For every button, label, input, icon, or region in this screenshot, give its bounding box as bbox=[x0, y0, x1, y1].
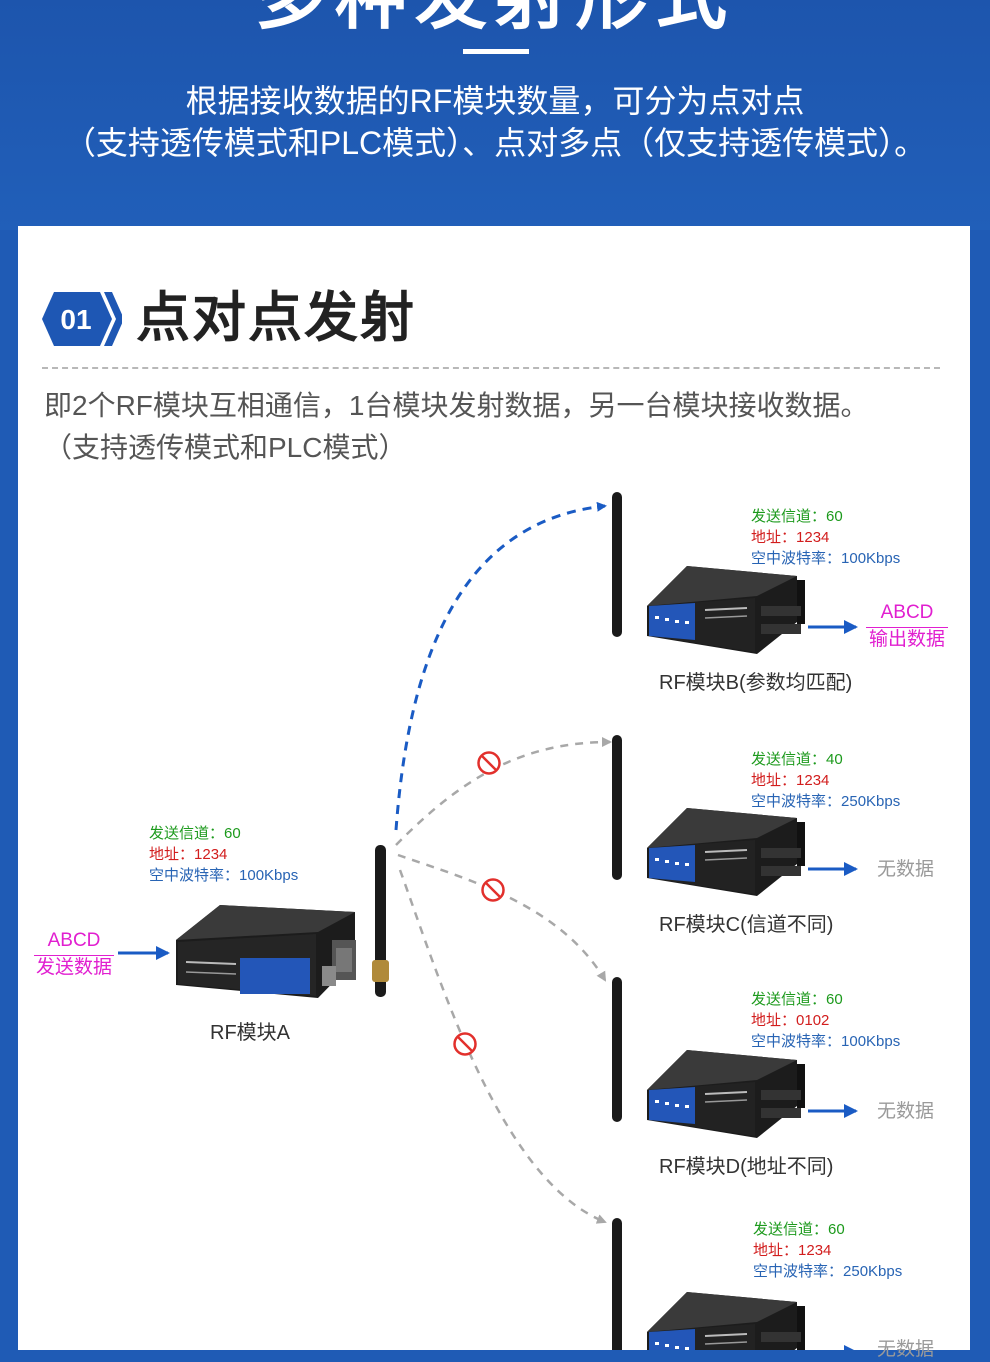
address-label: 地址： bbox=[751, 529, 797, 546]
channel-value: 40 bbox=[826, 751, 843, 768]
module-b-params: 发送信道：60 地址：1234 空中波特率：100Kbps bbox=[751, 506, 900, 569]
section-number-badge: 01 bbox=[42, 292, 122, 346]
section-title: 点对点发射 bbox=[136, 288, 416, 348]
module-e-device bbox=[612, 1218, 806, 1350]
address-value: 1234 bbox=[796, 772, 830, 789]
address-label: 地址： bbox=[753, 1242, 799, 1259]
page-title: 多种发射形式 bbox=[0, 0, 990, 38]
rate-label: 空中波特率： bbox=[751, 1033, 842, 1050]
module-a-name: RF模块A bbox=[210, 1022, 290, 1044]
module-c-device bbox=[612, 735, 806, 897]
output-caption: 输出数据 bbox=[868, 629, 945, 650]
module-b-device bbox=[612, 492, 806, 655]
intro-line-1: 根据接收数据的RF模块数量，可分为点对点 bbox=[185, 83, 805, 119]
link-a-to-d bbox=[397, 853, 607, 982]
input-data: ABCD bbox=[34, 929, 114, 956]
blocked-icon-d bbox=[481, 878, 505, 902]
module-a-device bbox=[176, 845, 389, 998]
module-c-params: 发送信道：40 地址：1234 空中波特率：250Kbps bbox=[751, 749, 900, 812]
module-d-params: 发送信道：60 地址：0102 空中波特率：100Kbps bbox=[751, 989, 900, 1052]
link-a-to-c bbox=[395, 737, 612, 846]
channel-value: 60 bbox=[826, 991, 843, 1008]
module-c-output: 无数据 bbox=[877, 859, 935, 880]
module-d-name: RF模块D(地址不同) bbox=[659, 1156, 834, 1178]
rate-label: 空中波特率： bbox=[753, 1263, 844, 1280]
section-desc-line-2: （支持透传模式和PLC模式） bbox=[44, 432, 407, 463]
module-b-name: RF模块B(参数均匹配) bbox=[659, 672, 853, 694]
module-e-params: 发送信道：60 地址：1234 空中波特率：250Kbps bbox=[753, 1219, 902, 1282]
module-a-params: 发送信道：60 地址：1234 空中波特率：100Kbps bbox=[149, 823, 298, 886]
channel-value: 60 bbox=[224, 825, 241, 842]
rate-value: 100Kbps bbox=[841, 550, 901, 567]
module-a-input: ABCD 发送数据 bbox=[34, 929, 114, 980]
channel-label: 发送信道： bbox=[149, 825, 225, 842]
module-b-output: ABCD 输出数据 bbox=[866, 601, 948, 652]
rate-label: 空中波特率： bbox=[751, 550, 842, 567]
address-value: 0102 bbox=[796, 1012, 830, 1029]
blocked-icon-c bbox=[477, 751, 501, 775]
channel-value: 60 bbox=[826, 508, 843, 525]
section-divider bbox=[42, 367, 940, 369]
rate-label: 空中波特率： bbox=[751, 793, 842, 810]
input-caption: 发送数据 bbox=[35, 957, 112, 978]
output-data: ABCD bbox=[866, 601, 948, 628]
rate-value: 250Kbps bbox=[843, 1263, 903, 1280]
channel-value: 60 bbox=[828, 1221, 845, 1238]
rate-value: 100Kbps bbox=[841, 1033, 901, 1050]
rate-value: 250Kbps bbox=[841, 793, 901, 810]
rate-label: 空中波特率： bbox=[149, 867, 240, 884]
module-d-output: 无数据 bbox=[877, 1101, 935, 1122]
module-c-name: RF模块C(信道不同) bbox=[659, 914, 834, 936]
channel-label: 发送信道： bbox=[751, 751, 827, 768]
header-banner: 多种发射形式 根据接收数据的RF模块数量，可分为点对点 （支持透传模式和PLC模… bbox=[0, 0, 990, 230]
address-value: 1234 bbox=[798, 1242, 832, 1259]
address-value: 1234 bbox=[796, 529, 830, 546]
address-value: 1234 bbox=[194, 846, 228, 863]
intro-line-2: （支持透传模式和PLC模式）、点对多点（仅支持透传模式）。 bbox=[63, 125, 927, 161]
channel-label: 发送信道： bbox=[751, 508, 827, 525]
link-a-to-e bbox=[398, 869, 607, 1224]
address-label: 地址： bbox=[149, 846, 195, 863]
address-label: 地址： bbox=[751, 1012, 797, 1029]
blocked-icon-e bbox=[453, 1032, 477, 1056]
section-number: 01 bbox=[60, 304, 91, 335]
link-a-to-b bbox=[394, 501, 607, 831]
rate-value: 100Kbps bbox=[239, 867, 299, 884]
channel-label: 发送信道： bbox=[753, 1221, 829, 1238]
section-desc-line-1: 即2个RF模块互相通信，1台模块发射数据，另一台模块接收数据。 bbox=[44, 390, 869, 421]
module-e-output: 无数据 bbox=[877, 1339, 935, 1360]
channel-label: 发送信道： bbox=[751, 991, 827, 1008]
module-d-device bbox=[612, 977, 806, 1139]
address-label: 地址： bbox=[751, 772, 797, 789]
title-underline bbox=[463, 49, 529, 54]
content-card bbox=[18, 226, 970, 1350]
